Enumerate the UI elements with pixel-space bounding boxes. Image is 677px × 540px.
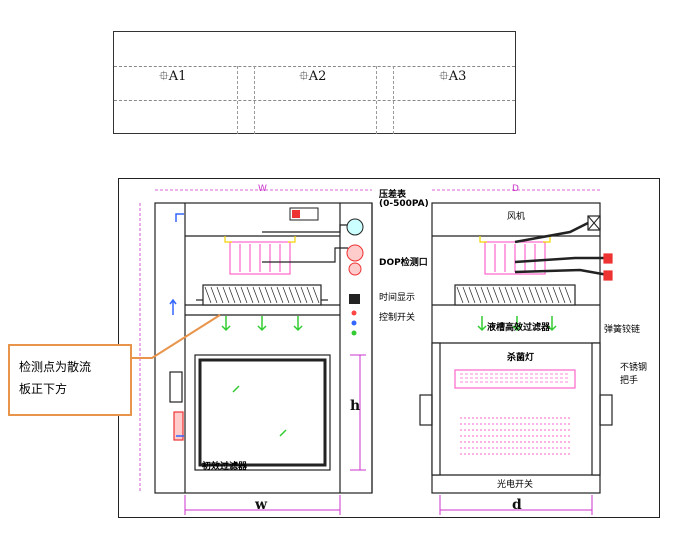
grid-divider-col <box>237 66 238 134</box>
hepa-filter-label: 液槽高效过滤器 <box>487 323 551 333</box>
control-devices <box>289 207 364 336</box>
grid-cell-a1: ⯐A1 <box>159 69 187 84</box>
pressure-gauge-label: 压差表 <box>379 190 407 200</box>
grid-divider-row-1 <box>114 66 515 67</box>
grid-cell-a3: ⯐A3 <box>439 69 467 84</box>
grid-divider-col <box>254 66 255 134</box>
front-view <box>139 189 373 515</box>
uv-lamp-label: 杀菌灯 <box>507 353 535 363</box>
depth-bottom-label: d <box>512 497 522 513</box>
handle-label-1: 不锈钢 <box>620 363 648 373</box>
callout-line-1: 检测点为散流 <box>19 360 92 374</box>
grid-divider-row-2 <box>114 100 515 101</box>
width-top-label: W <box>258 184 267 194</box>
crosshair-icon: ⯐ <box>159 69 169 84</box>
height-label: h <box>350 398 361 414</box>
spring-hinge-label: 弹簧铰链 <box>604 325 641 335</box>
measurement-point-grid: ⯐A1 ⯐A2 ⯐A3 <box>113 31 516 134</box>
grid-cell-a2: ⯐A2 <box>299 69 327 84</box>
fan-label: 风机 <box>507 212 526 222</box>
depth-top-label: D <box>512 184 519 194</box>
test-point-callout: 检测点为散流 板正下方 <box>8 344 132 416</box>
width-bottom-label: w <box>255 497 268 513</box>
callout-line-2: 板正下方 <box>19 382 68 396</box>
callout-leader <box>132 314 221 359</box>
grid-divider-col <box>376 66 377 134</box>
photo-switch-label: 光电开关 <box>497 480 534 490</box>
crosshair-icon: ⯐ <box>439 69 449 84</box>
crosshair-icon: ⯐ <box>299 69 309 84</box>
grid-divider-col <box>393 66 394 134</box>
prefilter-label: 初效过滤器 <box>202 462 248 472</box>
time-display-label: 时间显示 <box>379 293 416 303</box>
control-switch-label: 控制开关 <box>379 313 416 323</box>
dop-port-label: DOP检测口 <box>379 258 428 268</box>
handle-label-2: 把手 <box>620 376 639 386</box>
pressure-range-label: (0-500PA) <box>379 199 429 209</box>
side-view <box>419 189 613 515</box>
